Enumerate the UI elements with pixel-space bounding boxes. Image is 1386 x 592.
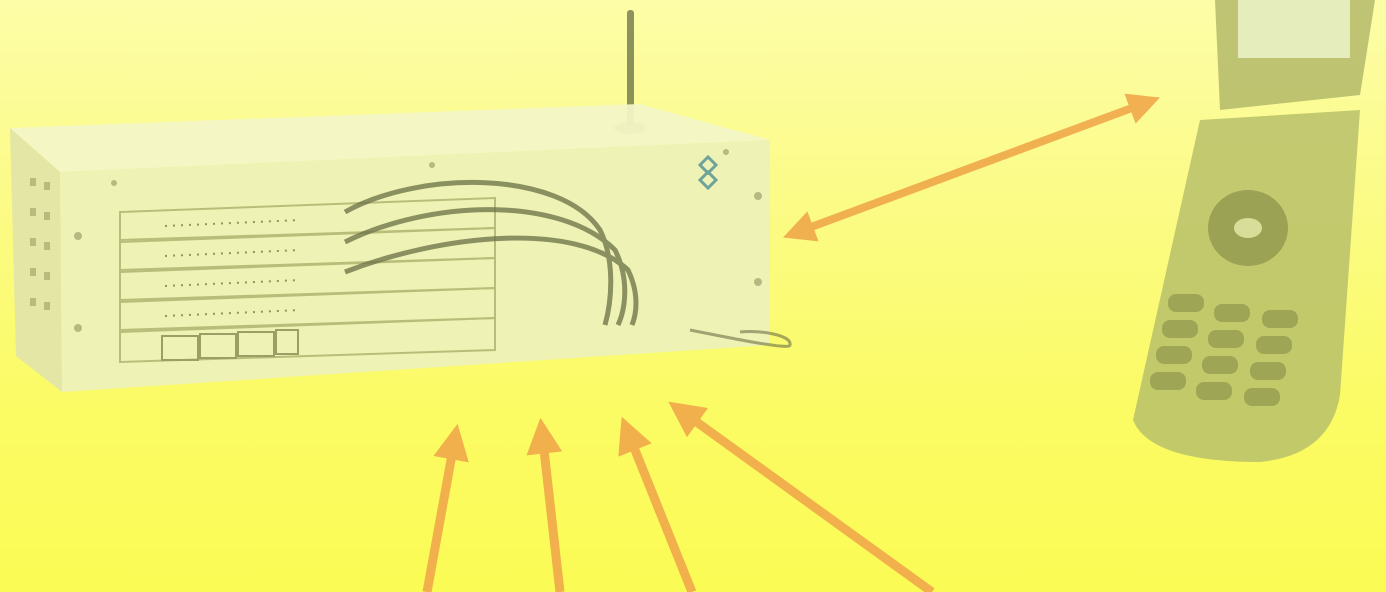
arrow-4	[680, 410, 932, 592]
arrow-1	[427, 438, 455, 592]
double-headed-arrow	[795, 102, 1148, 233]
arrow-3	[627, 430, 692, 592]
flip-mobile-phone	[1133, 0, 1375, 462]
gateway-rack-unit	[10, 104, 790, 392]
incoming-arrows	[427, 410, 932, 592]
arrow-2	[542, 432, 560, 592]
